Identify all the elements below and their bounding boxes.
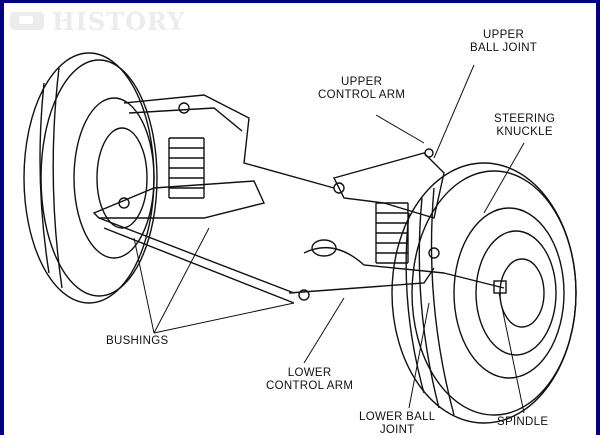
label-line: UPPER — [483, 29, 525, 41]
left-wheel — [23, 52, 158, 304]
right-wheel — [391, 162, 577, 424]
label-lower-control-arm: LOWER CONTROL ARM — [266, 367, 353, 393]
label-steering-knuckle: STEERING KNUCKLE — [494, 113, 555, 139]
label-line: STEERING — [494, 113, 556, 125]
label-line: KNUCKLE — [496, 126, 553, 138]
label-line: BALL JOINT — [470, 42, 538, 54]
label-line: LOWER — [287, 367, 332, 379]
history-logo-icon — [10, 12, 44, 30]
label-upper-control-arm: UPPER CONTROL ARM — [318, 76, 405, 102]
label-upper-ball-joint: UPPER BALL JOINT — [470, 29, 537, 55]
leader-lines — [133, 64, 525, 414]
suspension-arms — [92, 94, 507, 304]
watermark: HISTORY — [52, 7, 186, 36]
right-coil-spring — [375, 202, 409, 264]
label-line: CONTROL ARM — [318, 89, 406, 101]
label-line: LOWER BALL — [359, 411, 436, 423]
label-lower-ball-joint: LOWER BALL JOINT — [359, 411, 436, 437]
label-line: CONTROL ARM — [266, 380, 354, 392]
left-coil-spring — [168, 137, 205, 199]
label-line: JOINT — [379, 424, 415, 436]
suspension-drawing — [23, 52, 577, 424]
label-line: UPPER — [341, 76, 383, 88]
label-spindle: SPINDLE — [497, 416, 549, 428]
label-bushings: BUSHINGS — [106, 335, 169, 347]
